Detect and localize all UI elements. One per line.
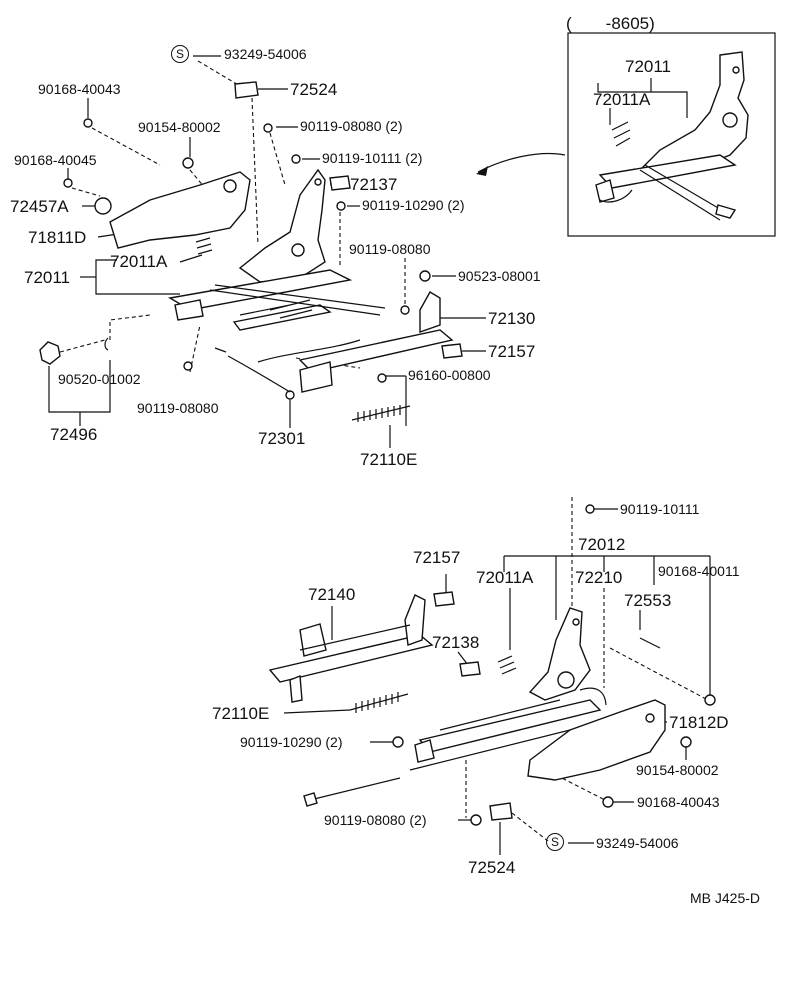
- label-inset-72011a: 72011A: [593, 90, 651, 109]
- label-72138: 72138: [432, 633, 480, 652]
- label-90119-10111-bottom: 90119-10111: [620, 501, 700, 517]
- label-90119-08080-2-top: 90119-08080 (2): [300, 118, 403, 134]
- label-72524-top: 72524: [290, 80, 338, 99]
- label-90119-08080-right: 90119-08080: [349, 241, 431, 257]
- label-90119-10290-2-bottom: 90119-10290 (2): [240, 734, 343, 750]
- label-90119-10290-2-top: 90119-10290 (2): [362, 197, 465, 213]
- label-71811d: 71811D: [28, 228, 87, 247]
- label-72157-top: 72157: [488, 342, 536, 361]
- label-72011a-top: 72011A: [110, 252, 168, 271]
- label-90168-40043-top: 90168-40043: [38, 81, 121, 97]
- label-72457a: 72457A: [10, 197, 69, 216]
- label-72157-bottom: 72157: [413, 548, 461, 567]
- label-72140: 72140: [308, 585, 356, 604]
- label-90168-40043-bottom: 90168-40043: [637, 794, 720, 810]
- top-seat-adjuster: [39, 81, 463, 422]
- label-96160-00800: 96160-00800: [408, 367, 491, 383]
- inset-seat-adjuster: [595, 51, 749, 221]
- inset-frame: [567, 32, 776, 237]
- label-90154-80002-top: 90154-80002: [138, 119, 221, 135]
- s-symbol-bottom: S: [546, 833, 564, 851]
- label-90119-08080-2-bottom: 90119-08080 (2): [324, 812, 427, 828]
- label-inset-72011: 72011: [625, 57, 672, 76]
- label-90520-01002: 90520-01002: [58, 371, 141, 387]
- label-72011a-bottom: 72011A: [476, 568, 534, 587]
- label-72110e-bottom: 72110E: [212, 704, 270, 723]
- label-72137: 72137: [350, 175, 398, 194]
- label-90119-10111-2: 90119-10111 (2): [322, 150, 423, 166]
- bottom-seat-adjuster: [268, 504, 716, 826]
- inset-date-note: ( -8605): [566, 14, 655, 33]
- label-72301: 72301: [258, 429, 306, 448]
- label-90154-80002-bottom: 90154-80002: [636, 762, 719, 778]
- diagram-code: MB J425-D: [690, 890, 761, 906]
- label-90168-40045: 90168-40045: [14, 152, 97, 168]
- label-93249-54006-bottom: 93249-54006: [596, 835, 679, 851]
- label-72110e-top: 72110E: [360, 450, 418, 469]
- s-symbol-top: S: [171, 45, 189, 63]
- label-93249-54006-top: 93249-54006: [224, 46, 307, 62]
- label-90523-08001: 90523-08001: [458, 268, 541, 284]
- label-72130: 72130: [488, 309, 536, 328]
- label-90119-08080-left: 90119-08080: [137, 400, 219, 416]
- label-90168-40011: 90168-40011: [658, 563, 740, 579]
- label-71812d: 71812D: [669, 713, 729, 732]
- label-72210: 72210: [575, 568, 623, 587]
- label-72553: 72553: [624, 591, 672, 610]
- label-72524-bottom: 72524: [468, 858, 516, 877]
- label-72496: 72496: [50, 425, 98, 444]
- label-72011-top: 72011: [24, 268, 71, 287]
- label-72012: 72012: [578, 535, 626, 554]
